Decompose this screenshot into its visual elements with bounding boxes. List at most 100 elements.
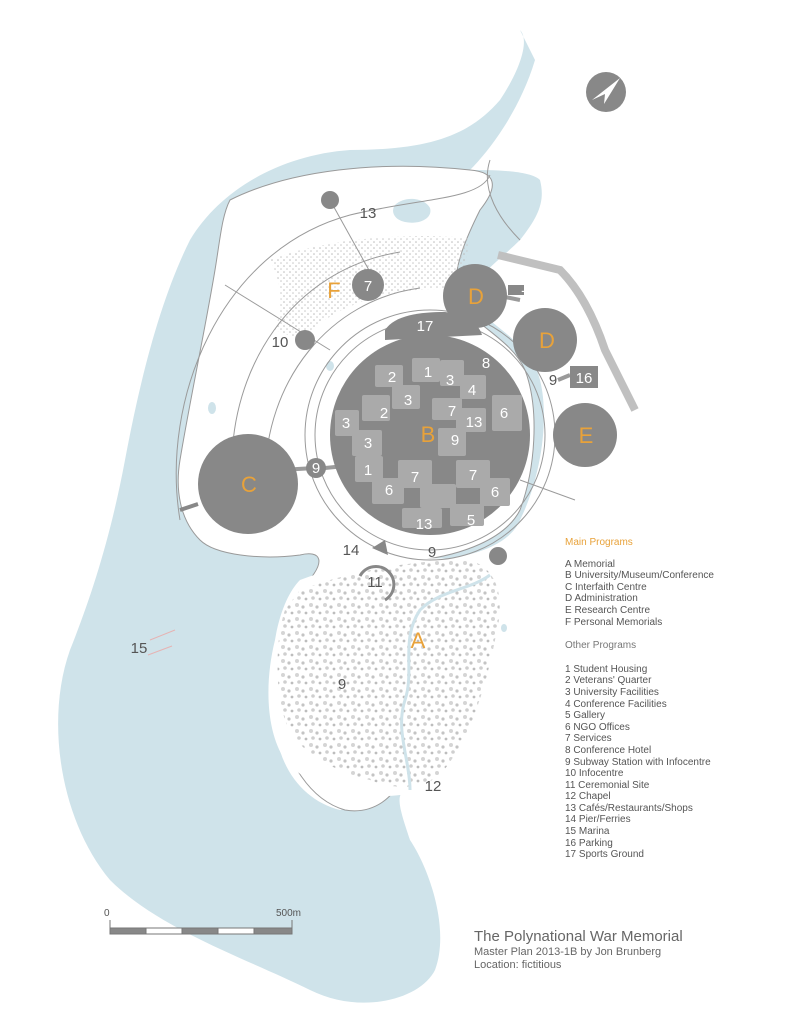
legend-item: 5 Gallery [565,710,606,722]
legend-item: F Personal Memorials [565,616,663,628]
legend-item: 2 Veterans' Quarter [565,675,652,687]
block-6b: 6 [385,482,393,499]
label-13-top: 13 [360,205,377,222]
node-9-left-circle [306,458,326,478]
zone-label-b: B [421,422,436,447]
node-9-bottom-circle [489,547,507,565]
legend-item: 8 Conference Hotel [565,744,652,756]
title-block: The Polynational War Memorial Master Pla… [474,928,683,972]
scale-end-label: 500m [276,908,302,919]
other-programs-list: 1 Student Housing 2 Veterans' Quarter 3 … [565,664,714,861]
block-3b: 3 [404,392,412,409]
legend-item: D Administration [565,593,638,605]
block-3c: 3 [342,415,350,432]
label-17: 17 [417,318,434,335]
zone-label-c: C [241,472,257,497]
label-9-bottom: 9 [428,544,436,561]
map-title: The Polynational War Memorial [474,928,683,945]
legend: Main Programs A Memorial B University/Mu… [565,537,714,861]
label-9-right: 9 [549,372,557,389]
north-arrow-icon [586,72,626,112]
label-7-node: 7 [364,278,372,295]
legend-item: 9 Subway Station with Infocentre [565,756,711,768]
zone-label-e: E [579,423,594,448]
block-1b: 1 [364,462,372,479]
block-6c: 6 [491,484,499,501]
label-16-b: 16 [576,370,593,387]
map-subtitle: Master Plan 2013-1B by Jon Brunberg [474,946,662,958]
node-7-circle [352,269,384,301]
block-7b: 7 [411,469,419,486]
block-1a: 1 [424,364,432,381]
zone-label-f: F [327,278,340,303]
legend-item: E Research Centre [565,604,651,616]
legend-item: 7 Services [565,733,612,745]
label-9-left: 9 [312,460,320,477]
block-2a: 2 [388,369,396,386]
legend-item: 14 Pier/Ferries [565,814,631,826]
zone-d1-circle [443,264,507,328]
other-programs-heading: Other Programs [565,640,637,652]
zone-label-d2: D [539,328,555,353]
legend-item: C Interfaith Centre [565,581,647,593]
label-9-park: 9 [338,676,346,693]
legend-item: 17 Sports Ground [565,849,644,861]
pond [208,402,216,414]
pond [326,361,334,371]
parking-road [497,251,639,412]
legend-item: 3 University Facilities [565,686,659,698]
node-10-circle [295,330,315,350]
zone-d2-circle [513,308,577,372]
legend-item: 11 Ceremonial Site [565,779,650,791]
legend-item: 4 Conference Facilities [565,698,667,710]
zone-c-circle [198,434,298,534]
block-3a: 3 [446,372,454,389]
zone-label-a: A [411,628,426,653]
legend-item: 1 Student Housing [565,663,648,675]
pond [501,624,507,632]
parking-16-top-block [508,285,524,295]
legend-item: 15 Marina [565,826,610,838]
parking-16-block [570,366,598,388]
block-4: 4 [468,382,476,399]
legend-item: 10 Infocentre [565,768,624,780]
zone-e-circle [553,403,617,467]
label-14: 14 [343,542,360,559]
label-10: 10 [272,334,289,351]
legend-item: 12 Chapel [565,791,611,803]
map-location: Location: fictitious [474,959,562,971]
stream [400,573,491,791]
label-15: 15 [131,640,148,657]
block-9: 9 [451,432,459,449]
block-8: 8 [482,355,490,372]
legend-item: 16 Parking [565,837,613,849]
legend-item: 6 NGO Offices [565,721,630,733]
pier [372,540,388,555]
main-programs-list: A Memorial B University/Museum/Conferenc… [565,559,714,629]
zone-c-connector [179,502,199,512]
block-7a: 7 [448,403,456,420]
label-12: 12 [425,778,442,795]
main-programs-heading: Main Programs [565,537,633,548]
ceremonial-site [358,565,396,602]
zone-b-blocks [335,358,522,528]
memorial-park-trees [277,560,500,787]
block-13b: 13 [416,516,433,533]
block-5: 5 [467,512,475,529]
block-2b: 2 [380,405,388,422]
legend-item: A Memorial [565,558,616,570]
block-7c: 7 [469,467,477,484]
legend-item: 13 Cafés/Restaurants/Shops [565,802,693,814]
scale-bar [109,920,293,935]
block-13a: 13 [466,414,483,431]
label-16-a: 16 [521,279,538,296]
block-6a: 6 [500,405,508,422]
zone-label-d1: D [468,284,484,309]
label-11: 11 [367,574,383,591]
scale-start-label: 0 [104,908,110,919]
marina-piers [147,629,176,656]
legend-item: B University/Museum/Conference [565,570,714,582]
block-3d: 3 [364,435,372,452]
node-13-circle [321,191,339,209]
